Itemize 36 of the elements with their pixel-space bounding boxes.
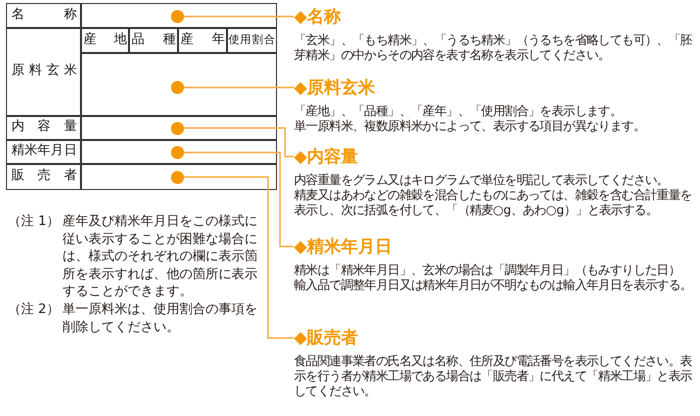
section-heading: ◆精米年月日 [294, 236, 392, 256]
leader-dot [170, 122, 184, 134]
leader-dot [170, 81, 184, 94]
note-text: 単一原料米は、使用割合の事項を削除してください。 [62, 301, 258, 336]
note-text: 産年及び精米年月日をこの様式に従い表示することが困難な場合には、様式のそれぞれの欄に表示箇所を表示すれば、他の箇所に表示することができます。 [62, 213, 258, 300]
leader-dot [170, 170, 184, 184]
label-cell: 原料玄米 [6, 27, 82, 117]
leader-line [184, 86, 294, 88]
section-heading: ◆販売者 [294, 328, 358, 348]
description-text: 精麦又はあわなどの雑穀を混合したものにあっては、雑穀を含む合計重量を表示し、次に括弧を付して、「（精麦○g、あわ○g）」と表示する。 [294, 188, 693, 218]
header-cell: 産地 [80, 27, 130, 54]
description-text: 内容重量をグラム又はキログラムで単位を明記して表示してください。 [294, 172, 668, 188]
section-heading: ◆内容量 [294, 146, 358, 166]
label-cell: 精米年月日 [6, 139, 82, 165]
note-marker: （注 2） [8, 301, 60, 318]
section-heading: ◆原料玄米 [294, 78, 376, 98]
header-cell: 品種 [128, 27, 179, 54]
description-text: 「産地」、「品種」、「産年」、「使用割合」を表示します。 [294, 104, 622, 118]
leader-line [184, 176, 294, 339]
description-text: 輸入品で調整年月日又は精米年月日が不明なものは輸入年月日を表示する。 [294, 278, 692, 292]
header-cell: 産年 [177, 27, 228, 54]
description-text: 食品関連事業者の氏名又は名称、住所及び電話番号を表示してください。表示を行う者が精米工場である場合は「販売者」に代えて「精米工場」と表示してください。 [294, 354, 693, 399]
section-heading: ◆名称 [294, 6, 342, 26]
leader-dot [170, 146, 184, 159]
leader-line [184, 152, 294, 248]
description-text: 「玄米」、「もち精米」、「うるち精米」（うるちを省略しても可）、「胚芽精米」の中からその内容を表す名称を表示してください。 [294, 32, 693, 62]
leader-line [184, 127, 294, 158]
leader-line [184, 16, 294, 18]
label-cell: 名称 [6, 3, 82, 29]
note-marker: （注 1） [8, 213, 60, 230]
header-cell: 使用割合 [226, 27, 277, 54]
description-text: 精米は「精米年月日」、玄米の場合は「調製年月日」（もみすりした日） [294, 262, 680, 278]
label-cell: 販売者 [6, 163, 82, 190]
leader-dot [170, 10, 184, 23]
label-cell: 内容量 [6, 115, 82, 141]
description-text: 単一原料米、複数原料米かによって、表示する項目が異なります。 [294, 118, 646, 134]
